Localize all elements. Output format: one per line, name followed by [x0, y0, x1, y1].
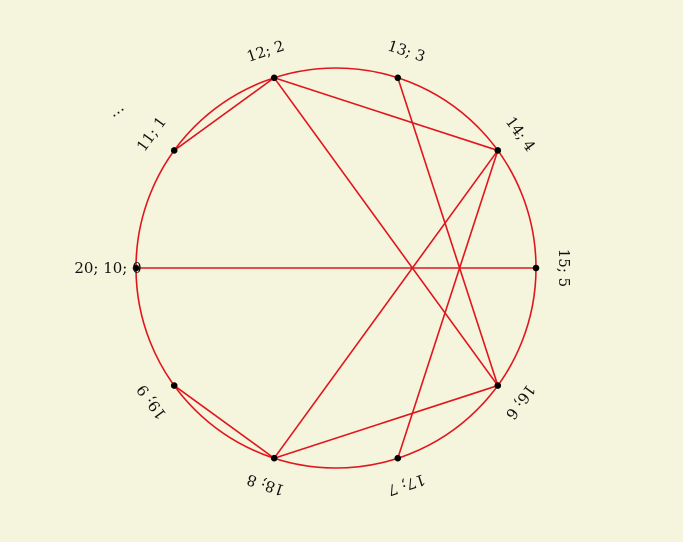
point-p6	[494, 382, 502, 389]
point-label-p6: 16; 6	[502, 381, 539, 423]
point-label-p5: 15; 5	[555, 249, 573, 287]
point-p0	[132, 264, 140, 272]
point-label-p8: 18; 8	[244, 470, 286, 499]
chord-group	[136, 77, 536, 459]
point-group	[132, 74, 540, 462]
point-p3	[394, 74, 402, 82]
point-p8	[270, 454, 278, 462]
ellipsis-mark: …	[110, 104, 133, 127]
point-p1	[170, 147, 178, 154]
chord-p8-p9	[173, 384, 275, 459]
point-p4	[494, 147, 502, 154]
chord-p3-p6	[397, 77, 499, 386]
point-label-p9: 19; 9	[133, 381, 170, 423]
chord-p6-p8	[273, 384, 499, 459]
point-label-p2: 12; 2	[244, 37, 286, 66]
point-label-p4: 14; 4	[502, 113, 539, 155]
point-p5	[532, 264, 540, 272]
point-p2	[270, 74, 278, 82]
chord-p2-p4	[273, 77, 499, 152]
chord-p1-p2	[173, 77, 275, 152]
point-p7	[394, 454, 402, 462]
point-label-p1: 11; 1	[133, 113, 170, 155]
point-p9	[170, 382, 178, 389]
point-label-p0: 20; 10; 0	[74, 259, 141, 277]
chord-p4-p8	[273, 149, 499, 459]
point-label-p7: 17; 7	[385, 470, 427, 499]
chord-p2-p6	[273, 77, 499, 387]
point-label-p3: 13; 3	[385, 37, 427, 66]
chord-p4-p7	[397, 150, 499, 459]
